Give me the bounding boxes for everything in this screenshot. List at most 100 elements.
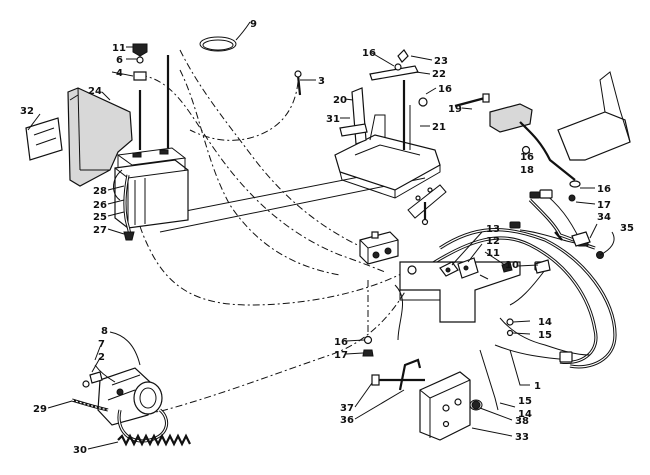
washer-16-top [394,63,402,71]
battery-strap-line-2 [159,177,426,233]
leader-lines [27,21,615,450]
washer-16-lower [363,335,373,345]
washer-14-upper [506,318,514,326]
hook-36 [398,358,422,391]
retainer-22 [369,65,419,81]
bracket-arm-20 [351,87,367,145]
callout-17-b: 17 [334,350,348,361]
callout-18: 18 [520,165,534,176]
washer-15-upper [506,329,514,337]
terminal-nut-6 [136,56,144,64]
washer-16-right [521,145,531,155]
cable-to-panel [394,284,403,341]
callout-6: 6 [116,55,123,66]
harness-branch-g [494,344,571,361]
callout-29: 29 [33,404,47,415]
mounting-plate-edge [399,290,440,301]
callout-14-a: 14 [538,317,552,328]
callout-19: 19 [448,104,462,115]
terminal-nut-solenoid [407,265,417,275]
callout-36: 36 [340,415,354,426]
spring-30 [117,433,191,447]
harness-branch-b [519,229,576,244]
starter-motor [97,367,163,426]
harness-connector-1 [509,221,521,229]
harness-branch-e [509,269,546,306]
callout-28: 28 [93,186,107,197]
starter-cable-lower [119,265,419,415]
callout-15-a: 15 [538,330,552,341]
callout-16-b: 16 [438,84,452,95]
harness-tie-1 [554,231,563,241]
callout-2: 2 [98,352,105,363]
callout-16-c: 16 [520,152,534,163]
callout-33: 33 [515,432,529,443]
clip-23 [397,49,409,63]
terminal-cap-11 [132,43,148,57]
connector-34 [571,231,591,247]
callout-11: 11 [112,43,126,54]
battery-cable-upper [179,49,381,256]
callout-27: 27 [93,225,107,236]
starter-wire-7 [94,364,116,383]
callout-16-e: 16 [334,337,348,348]
nut-7 [82,380,90,388]
connector-10 [534,259,551,274]
callout-12: 12 [486,236,500,247]
callout-22: 22 [432,69,446,80]
battery-cable-4 [139,74,386,273]
starter-terminal-2 [89,371,103,384]
wire-29 [71,398,109,412]
battery-pad-32 [25,117,63,161]
battery-tray-21 [334,114,447,219]
callout-30: 30 [73,445,87,456]
bracket-18 [519,121,576,181]
harness-branch-f [499,317,591,356]
callout-35: 35 [620,223,634,234]
strap-9 [199,36,237,52]
battery-side-hook [113,169,123,201]
callout-32: 32 [20,106,34,117]
harness-connector-6 [559,351,573,363]
callout-21: 21 [432,122,446,133]
harness-connector-2 [529,191,541,199]
callout-16-d: 16 [597,184,611,195]
callout-20: 20 [333,95,347,106]
nut-16-bracket [418,97,428,107]
callout-13: 13 [486,224,500,235]
callout-11-b: 11 [486,248,500,259]
callout-9: 9 [250,19,257,30]
callout-8: 8 [101,326,108,337]
washer-16-lower-right [569,180,581,188]
callout-38: 38 [515,416,529,427]
mounting-plate-hole [479,274,489,280]
callout-25: 25 [93,212,107,223]
callout-34: 34 [597,212,611,223]
callout-4: 4 [116,68,123,79]
ground-cable-3 [189,81,299,141]
callout-31: 31 [326,114,340,125]
nut-17-lower [362,349,374,357]
callout-7: 7 [98,339,105,350]
nut-17-right [568,194,576,202]
callout-23: 23 [434,56,448,67]
washer-38 [471,400,481,410]
callout-26: 26 [93,200,107,211]
vent-tube-end-27 [123,231,135,241]
harness-connector-3 [539,189,553,199]
callout-10: 10 [505,260,519,271]
callout-1: 1 [534,381,541,392]
bolt-19 [454,96,486,108]
guard-plate [557,111,631,161]
cable-end-3 [296,74,302,96]
callout-labels: 11 6 4 9 3 32 24 28 26 25 27 16 23 22 16… [20,19,634,456]
callout-24: 24 [88,86,102,97]
pad-31 [339,123,368,137]
battery-cable-lower [179,69,341,276]
battery-cover-24 [67,87,133,187]
callout-37: 37 [340,403,354,414]
callout-3: 3 [318,76,325,87]
callout-15-b: 15 [518,396,532,407]
